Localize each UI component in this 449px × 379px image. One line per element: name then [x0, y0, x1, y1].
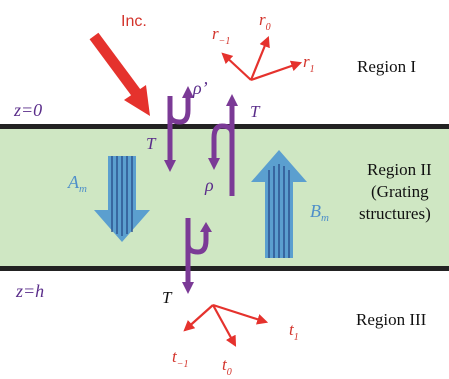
- T-mid-left-label: T: [146, 134, 157, 153]
- reflected-arrow-minus1: [221, 52, 252, 81]
- reflected-up-head-left: [182, 86, 194, 98]
- r-1-label: r1: [303, 52, 315, 75]
- reflected-down-hook-right: [211, 123, 235, 160]
- Bm-up-arrow: [251, 150, 307, 258]
- z0-label: z=0: [13, 100, 42, 120]
- reflected-down-head-right: [208, 158, 220, 170]
- boundary-zh: [0, 266, 449, 271]
- Am-label: Am: [67, 172, 87, 195]
- t-0-label: t0: [222, 355, 232, 378]
- reflected-up-hook-bottom: [185, 230, 209, 255]
- transmitted-arrow-0: [212, 304, 237, 347]
- rho-label: ρ: [204, 175, 214, 195]
- reflected-orders: [221, 35, 303, 82]
- r-0-label: r0: [259, 10, 271, 33]
- reflected-arrow-1: [250, 60, 303, 82]
- reflected-up-hook-left: [167, 96, 191, 125]
- region3-label: Region III: [356, 310, 427, 329]
- transmitted-down-head-bottom: [182, 282, 194, 294]
- Bm-label: Bm: [310, 201, 329, 224]
- rho-prime-label: ρ’: [192, 78, 208, 98]
- region2-label-line3: structures): [359, 204, 431, 223]
- t-1-label: t1: [289, 320, 299, 343]
- zh-label: z=h: [15, 281, 44, 301]
- t-minus1-label: t−1: [172, 347, 188, 370]
- transmitted-arrow-1: [212, 303, 269, 325]
- region2-band: [0, 126, 449, 269]
- T-bottom-label: T: [162, 288, 173, 307]
- region2-label-line2: (Grating: [371, 182, 429, 201]
- r-minus1-label: r−1: [212, 24, 230, 47]
- transmitted-up-head-right: [226, 94, 238, 106]
- transmitted-orders: [183, 303, 269, 347]
- incident-arrow: [89, 32, 150, 116]
- reflected-up-head-bottom: [200, 222, 212, 232]
- region1-label: Region I: [357, 57, 416, 76]
- incident-label: Inc.: [121, 13, 147, 30]
- reflected-arrow-0: [249, 35, 270, 81]
- transmitted-down-head-left: [164, 160, 176, 172]
- region2-label-line1: Region II: [367, 160, 432, 179]
- wave-symbols: [164, 86, 238, 294]
- transmitted-arrow-minus1: [183, 304, 214, 332]
- Am-down-arrow: [94, 156, 150, 242]
- T-top-right-label: T: [250, 102, 261, 121]
